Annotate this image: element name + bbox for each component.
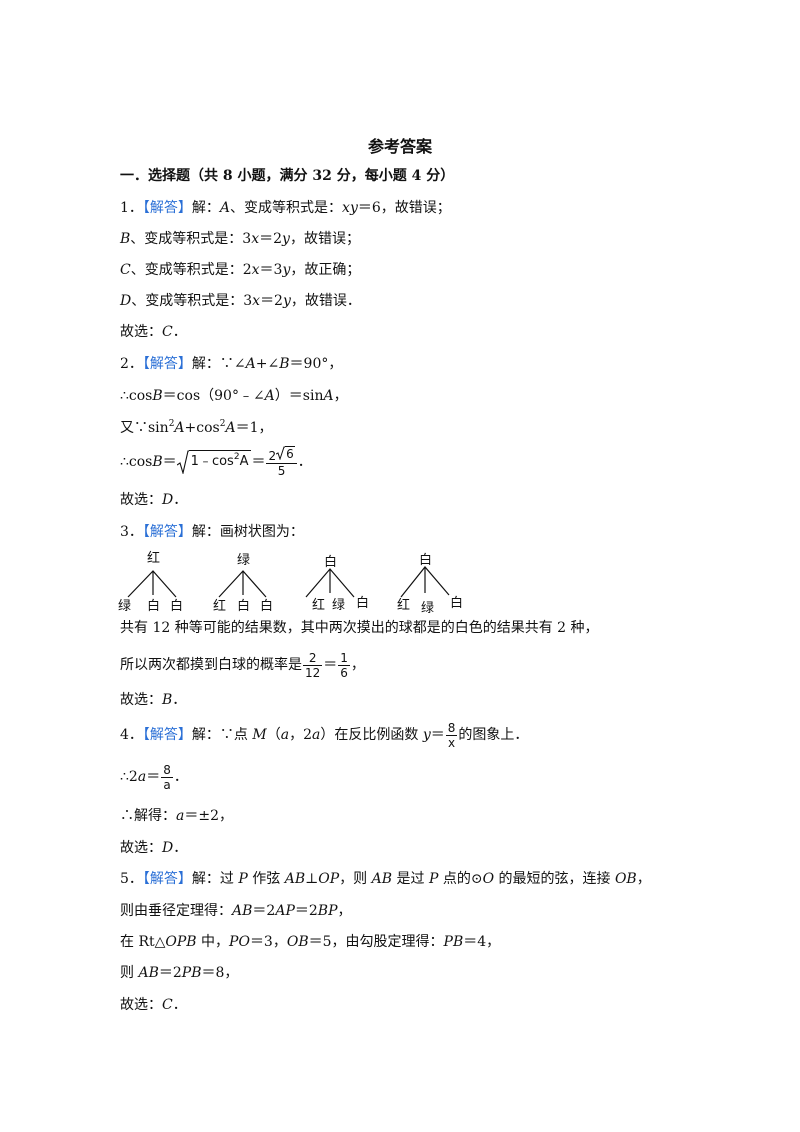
radical-sign-icon xyxy=(176,450,189,474)
q3-line-2: 共有 12 种等可能的结果数，其中两次摸出的球都是的白色的结果共有 2 种， xyxy=(120,620,599,636)
q1-line-4: D、变成等积式是：3x＝2y，故错误． xyxy=(120,293,361,309)
tree-1-leaf: 绿 xyxy=(118,599,132,614)
answer-tag: 【解答】 xyxy=(142,356,192,372)
q2-line-1: 2．【解答】解：∵∠A+∠B＝90°， xyxy=(120,356,343,372)
answer-tag: 【解答】 xyxy=(142,871,192,887)
tree-4-leaf: 红 xyxy=(397,598,411,613)
q5-answer: 故选：C． xyxy=(120,997,187,1013)
tree-3-leaf: 白 xyxy=(356,596,370,611)
tree-3-leaf: 绿 xyxy=(332,598,346,613)
q3-line-1: 3．【解答】解：画树状图为： xyxy=(120,524,304,540)
tree-diagram: 红 绿 白 白 绿 红 白 白 白 红 绿 白 白 红 绿 白 xyxy=(118,547,478,616)
q1-line-2: B、变成等积式是：3x＝2y，故错误； xyxy=(120,231,360,247)
q5-line-4: 则 AB＝2PB＝8， xyxy=(120,965,239,981)
tree-2-leaf: 红 xyxy=(213,599,227,614)
tree-1-leaf: 白 xyxy=(170,599,184,614)
q5-line-3: 在 Rt△OPB 中，PO＝3，OB＝5，由勾股定理得：PB＝4， xyxy=(120,934,501,950)
q1-line-1: 1．【解答】解：A、变成等积式是：xy＝6，故错误； xyxy=(120,200,451,216)
answer-tag: 【解答】 xyxy=(142,524,192,540)
q4-answer: 故选：D． xyxy=(120,840,188,856)
tree-3-leaf: 红 xyxy=(312,598,326,613)
q1-answer: 故选：C． xyxy=(120,324,187,340)
tree-4-root: 白 xyxy=(419,553,433,568)
sqrt-expression: 1﹣cos2A xyxy=(176,450,252,474)
radical-sign-icon xyxy=(276,446,286,460)
q2-line-2: ∴cosB＝cos（90°﹣∠A）＝sinA， xyxy=(120,388,348,404)
section-heading: 一．选择题（共 8 小题，满分 32 分，每小题 4 分） xyxy=(120,168,455,184)
tree-2-leaf: 白 xyxy=(260,599,274,614)
q3-answer: 故选：B． xyxy=(120,692,187,708)
q1-line-3: C、变成等积式是：2x＝3y，故正确； xyxy=(120,262,361,278)
q5-line-2: 则由垂径定理得：AB＝2AP＝2BP， xyxy=(120,903,352,919)
tree-4-leaf: 绿 xyxy=(421,601,435,616)
q2-line-3: 又∵sin2A+cos2A＝1， xyxy=(120,419,273,437)
tree-2-leaf: 白 xyxy=(237,599,251,614)
q2-answer: 故选：D． xyxy=(120,492,188,508)
tree-1-leaf: 白 xyxy=(147,599,161,614)
q5-line-1: 5．【解答】解：过 P 作弦 AB⊥OP，则 AB 是过 P 点的⊙O 的最短的… xyxy=(120,871,651,887)
tree-1-root: 红 xyxy=(147,551,161,566)
answer-tag: 【解答】 xyxy=(142,200,192,216)
tree-4-leaf: 白 xyxy=(450,596,464,611)
q4-line-3: ∴解得：a＝±2， xyxy=(120,808,233,824)
answer-tag: 【解答】 xyxy=(142,727,192,743)
page-title: 参考答案 xyxy=(367,137,432,156)
tree-lines xyxy=(127,566,450,598)
tree-3-root: 白 xyxy=(324,555,338,570)
tree-2-root: 绿 xyxy=(237,553,251,568)
